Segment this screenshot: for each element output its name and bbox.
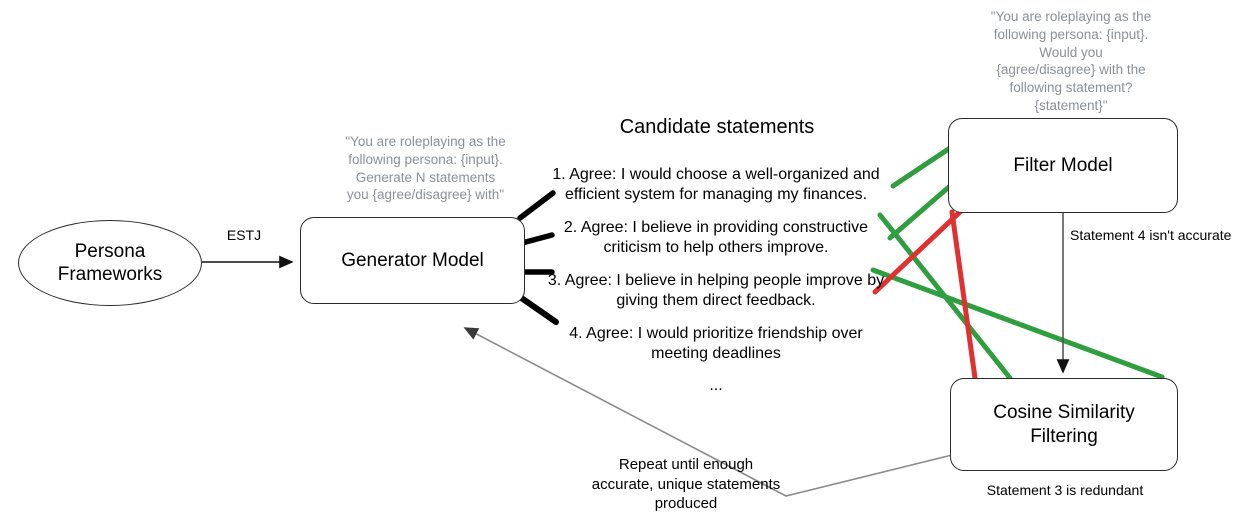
- wire-accept-1-to-filter: [890, 145, 953, 189]
- edge-label-statement-4-inaccurate: Statement 4 isn't accurate: [1070, 227, 1232, 243]
- wire-accept-3-to-filter: [870, 267, 1165, 380]
- list-ellipsis: ...: [709, 376, 723, 394]
- edge-label-feedback-loop: Repeat until enough accurate, unique sta…: [591, 456, 781, 512]
- prompt-generator: "You are roleplaying as the following pe…: [345, 134, 506, 203]
- node-generator-model-label: Generator Model: [341, 249, 484, 271]
- tick-statement-2: [519, 232, 555, 246]
- node-filter-model-label: Filter Model: [1013, 154, 1113, 176]
- wire-accept-2-to-filter: [887, 183, 953, 241]
- list-item: 4. Agree: I would prioritize friendship …: [569, 324, 863, 363]
- list-item: 2. Agree: I believe in providing constru…: [563, 218, 869, 257]
- candidate-statements-list: 1. Agree: I would choose a well-organize…: [540, 165, 892, 395]
- candidate-statements-heading: Candidate statements: [619, 116, 815, 138]
- list-item: 3. Agree: I believe in helping people im…: [547, 271, 885, 310]
- node-generator-model[interactable]: Generator Model: [300, 217, 525, 304]
- wire-accept-4-to-cosine: [877, 212, 1013, 381]
- tick-statement-4: [517, 294, 559, 325]
- list-item: 1. Agree: I would choose a well-organize…: [552, 166, 880, 204]
- edge-feedback-loop: [463, 327, 953, 497]
- node-cosine-similarity-label: Cosine Similarity Filtering: [993, 402, 1135, 447]
- note-statement-3-redundant: Statement 3 is redundant: [986, 482, 1144, 498]
- tick-statement-1: [517, 190, 556, 221]
- node-cosine-similarity-filtering[interactable]: Cosine Similarity Filtering: [950, 378, 1178, 471]
- wire-reject-filter-to-cosine: [949, 209, 978, 381]
- node-filter-model[interactable]: Filter Model: [948, 118, 1178, 213]
- edge-label-estj: ESTJ: [226, 227, 262, 243]
- node-persona-frameworks-label: Persona Frameworks: [57, 240, 163, 285]
- wire-reject-4-to-filter: [872, 209, 963, 295]
- prompt-filter: "You are roleplaying as the following pe…: [990, 9, 1152, 114]
- node-persona-frameworks[interactable]: Persona Frameworks: [18, 220, 202, 306]
